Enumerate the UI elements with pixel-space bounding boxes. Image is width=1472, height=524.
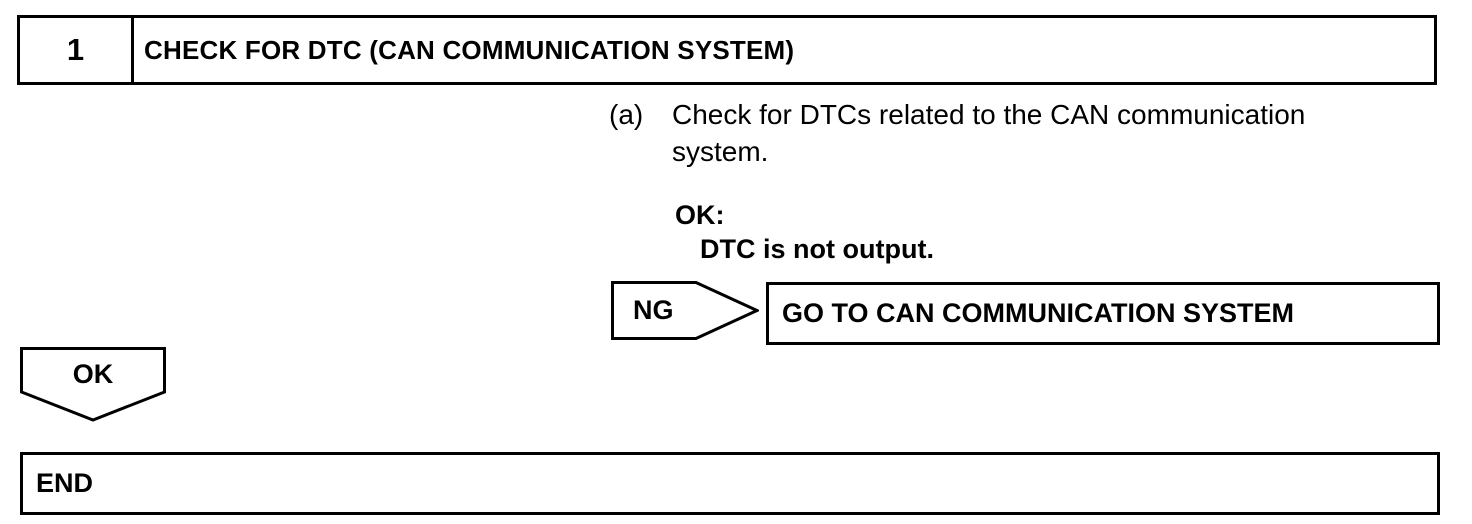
ok-result: OK: DTC is not output.	[675, 198, 934, 266]
ng-arrow-shape-icon	[611, 281, 759, 340]
ok-result-detail: DTC is not output.	[700, 234, 934, 264]
ng-arrow: NG	[611, 281, 759, 340]
ng-action-box: GO TO CAN COMMUNICATION SYSTEM	[766, 282, 1440, 345]
end-box: END	[20, 452, 1440, 515]
instruction-label: (a)	[609, 99, 644, 130]
step-title: CHECK FOR DTC (CAN COMMUNICATION SYSTEM)	[144, 34, 795, 65]
step-header: 1 CHECK FOR DTC (CAN COMMUNICATION SYSTE…	[17, 15, 1437, 85]
ok-result-heading: OK:	[675, 200, 725, 230]
instruction-text: Check for DTCs related to the CAN commun…	[672, 99, 1306, 167]
ok-arrow: OK	[20, 347, 166, 423]
step-number: 1	[20, 18, 134, 82]
instruction: (a) Check for DTCs related to the CAN co…	[609, 96, 1409, 170]
ok-label: OK	[72, 359, 114, 389]
ng-label: NG	[633, 295, 674, 325]
ok-down-arrow-icon	[20, 347, 166, 422]
